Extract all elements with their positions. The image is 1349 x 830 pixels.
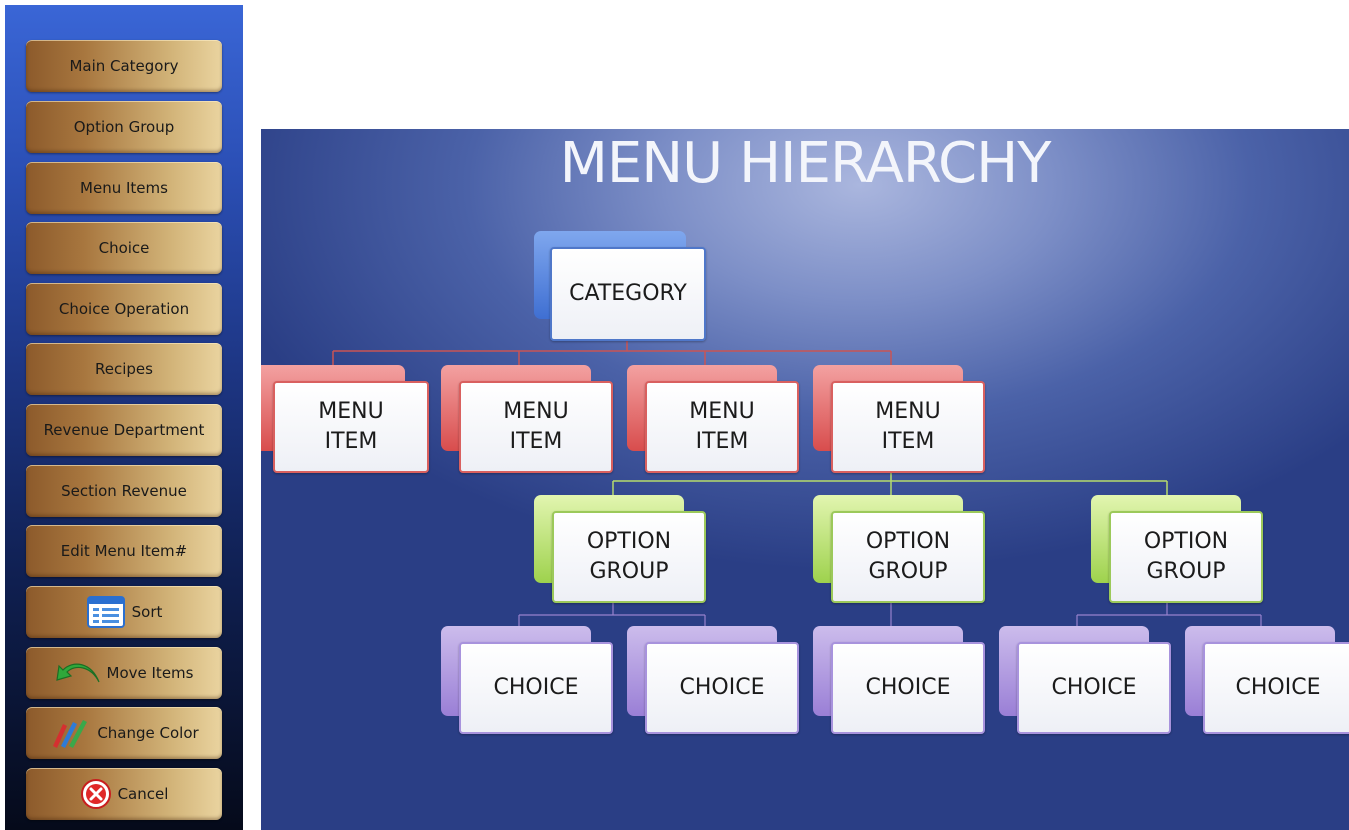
section-revenue-label: Section Revenue bbox=[61, 482, 187, 500]
option-group-label: Option Group bbox=[73, 118, 175, 136]
pens-icon bbox=[49, 718, 91, 748]
edit-menu-item-button[interactable]: Edit Menu Item# bbox=[26, 525, 222, 577]
edit-menu-item-label: Edit Menu Item# bbox=[60, 542, 188, 560]
category-label: CATEGORY bbox=[569, 281, 687, 306]
move-items-label: Move Items bbox=[106, 664, 194, 682]
choice-label: Choice bbox=[98, 239, 150, 257]
sort-button[interactable]: Sort bbox=[26, 586, 222, 638]
main-category-button[interactable]: Main Category bbox=[26, 40, 222, 92]
option-group-button[interactable]: Option Group bbox=[26, 101, 222, 153]
revenue-department-button[interactable]: Revenue Department bbox=[26, 404, 222, 456]
choice-operation-button[interactable]: Choice Operation bbox=[26, 283, 222, 335]
menu-hierarchy-diagram: MENU HIERARCHY bbox=[261, 129, 1349, 830]
choice-operation-label: Choice Operation bbox=[58, 300, 190, 318]
section-revenue-button[interactable]: Section Revenue bbox=[26, 465, 222, 517]
main-category-label: Main Category bbox=[69, 57, 179, 75]
list-icon bbox=[86, 594, 126, 630]
choice-text: CHOICE bbox=[865, 675, 951, 700]
choice-node: CHOICE bbox=[1185, 626, 1349, 734]
change-color-button[interactable]: Change Color bbox=[26, 707, 222, 759]
recipes-label: Recipes bbox=[95, 360, 153, 378]
menu-items-button[interactable]: Menu Items bbox=[26, 162, 222, 214]
connector-lines bbox=[332, 334, 1262, 629]
recipes-button[interactable]: Recipes bbox=[26, 343, 222, 395]
choice-text: CHOICE bbox=[679, 675, 765, 700]
revenue-department-label: Revenue Department bbox=[43, 421, 205, 439]
choice-node: CHOICE bbox=[813, 626, 985, 734]
cancel-button[interactable]: Cancel bbox=[26, 768, 222, 820]
category-node: CATEGORY bbox=[534, 231, 706, 341]
diagram-title: MENU HIERARCHY bbox=[559, 131, 1052, 196]
choice-node: CHOICE bbox=[627, 626, 799, 734]
choice-node: CHOICE bbox=[999, 626, 1171, 734]
choice-button[interactable]: Choice bbox=[26, 222, 222, 274]
sort-label: Sort bbox=[131, 603, 163, 621]
choice-text: CHOICE bbox=[1051, 675, 1137, 700]
choice-text: CHOICE bbox=[493, 675, 579, 700]
move-items-button[interactable]: Move Items bbox=[26, 647, 222, 699]
change-color-label: Change Color bbox=[97, 724, 199, 742]
sidebar: Main Category Option Group Menu Items Ch… bbox=[5, 5, 243, 830]
cancel-x-icon bbox=[80, 778, 112, 810]
choice-node: CHOICE bbox=[441, 626, 613, 734]
cancel-label: Cancel bbox=[117, 785, 169, 803]
green-arrow-icon bbox=[55, 660, 101, 686]
menu-items-label: Menu Items bbox=[80, 179, 168, 197]
choice-text: CHOICE bbox=[1235, 675, 1321, 700]
